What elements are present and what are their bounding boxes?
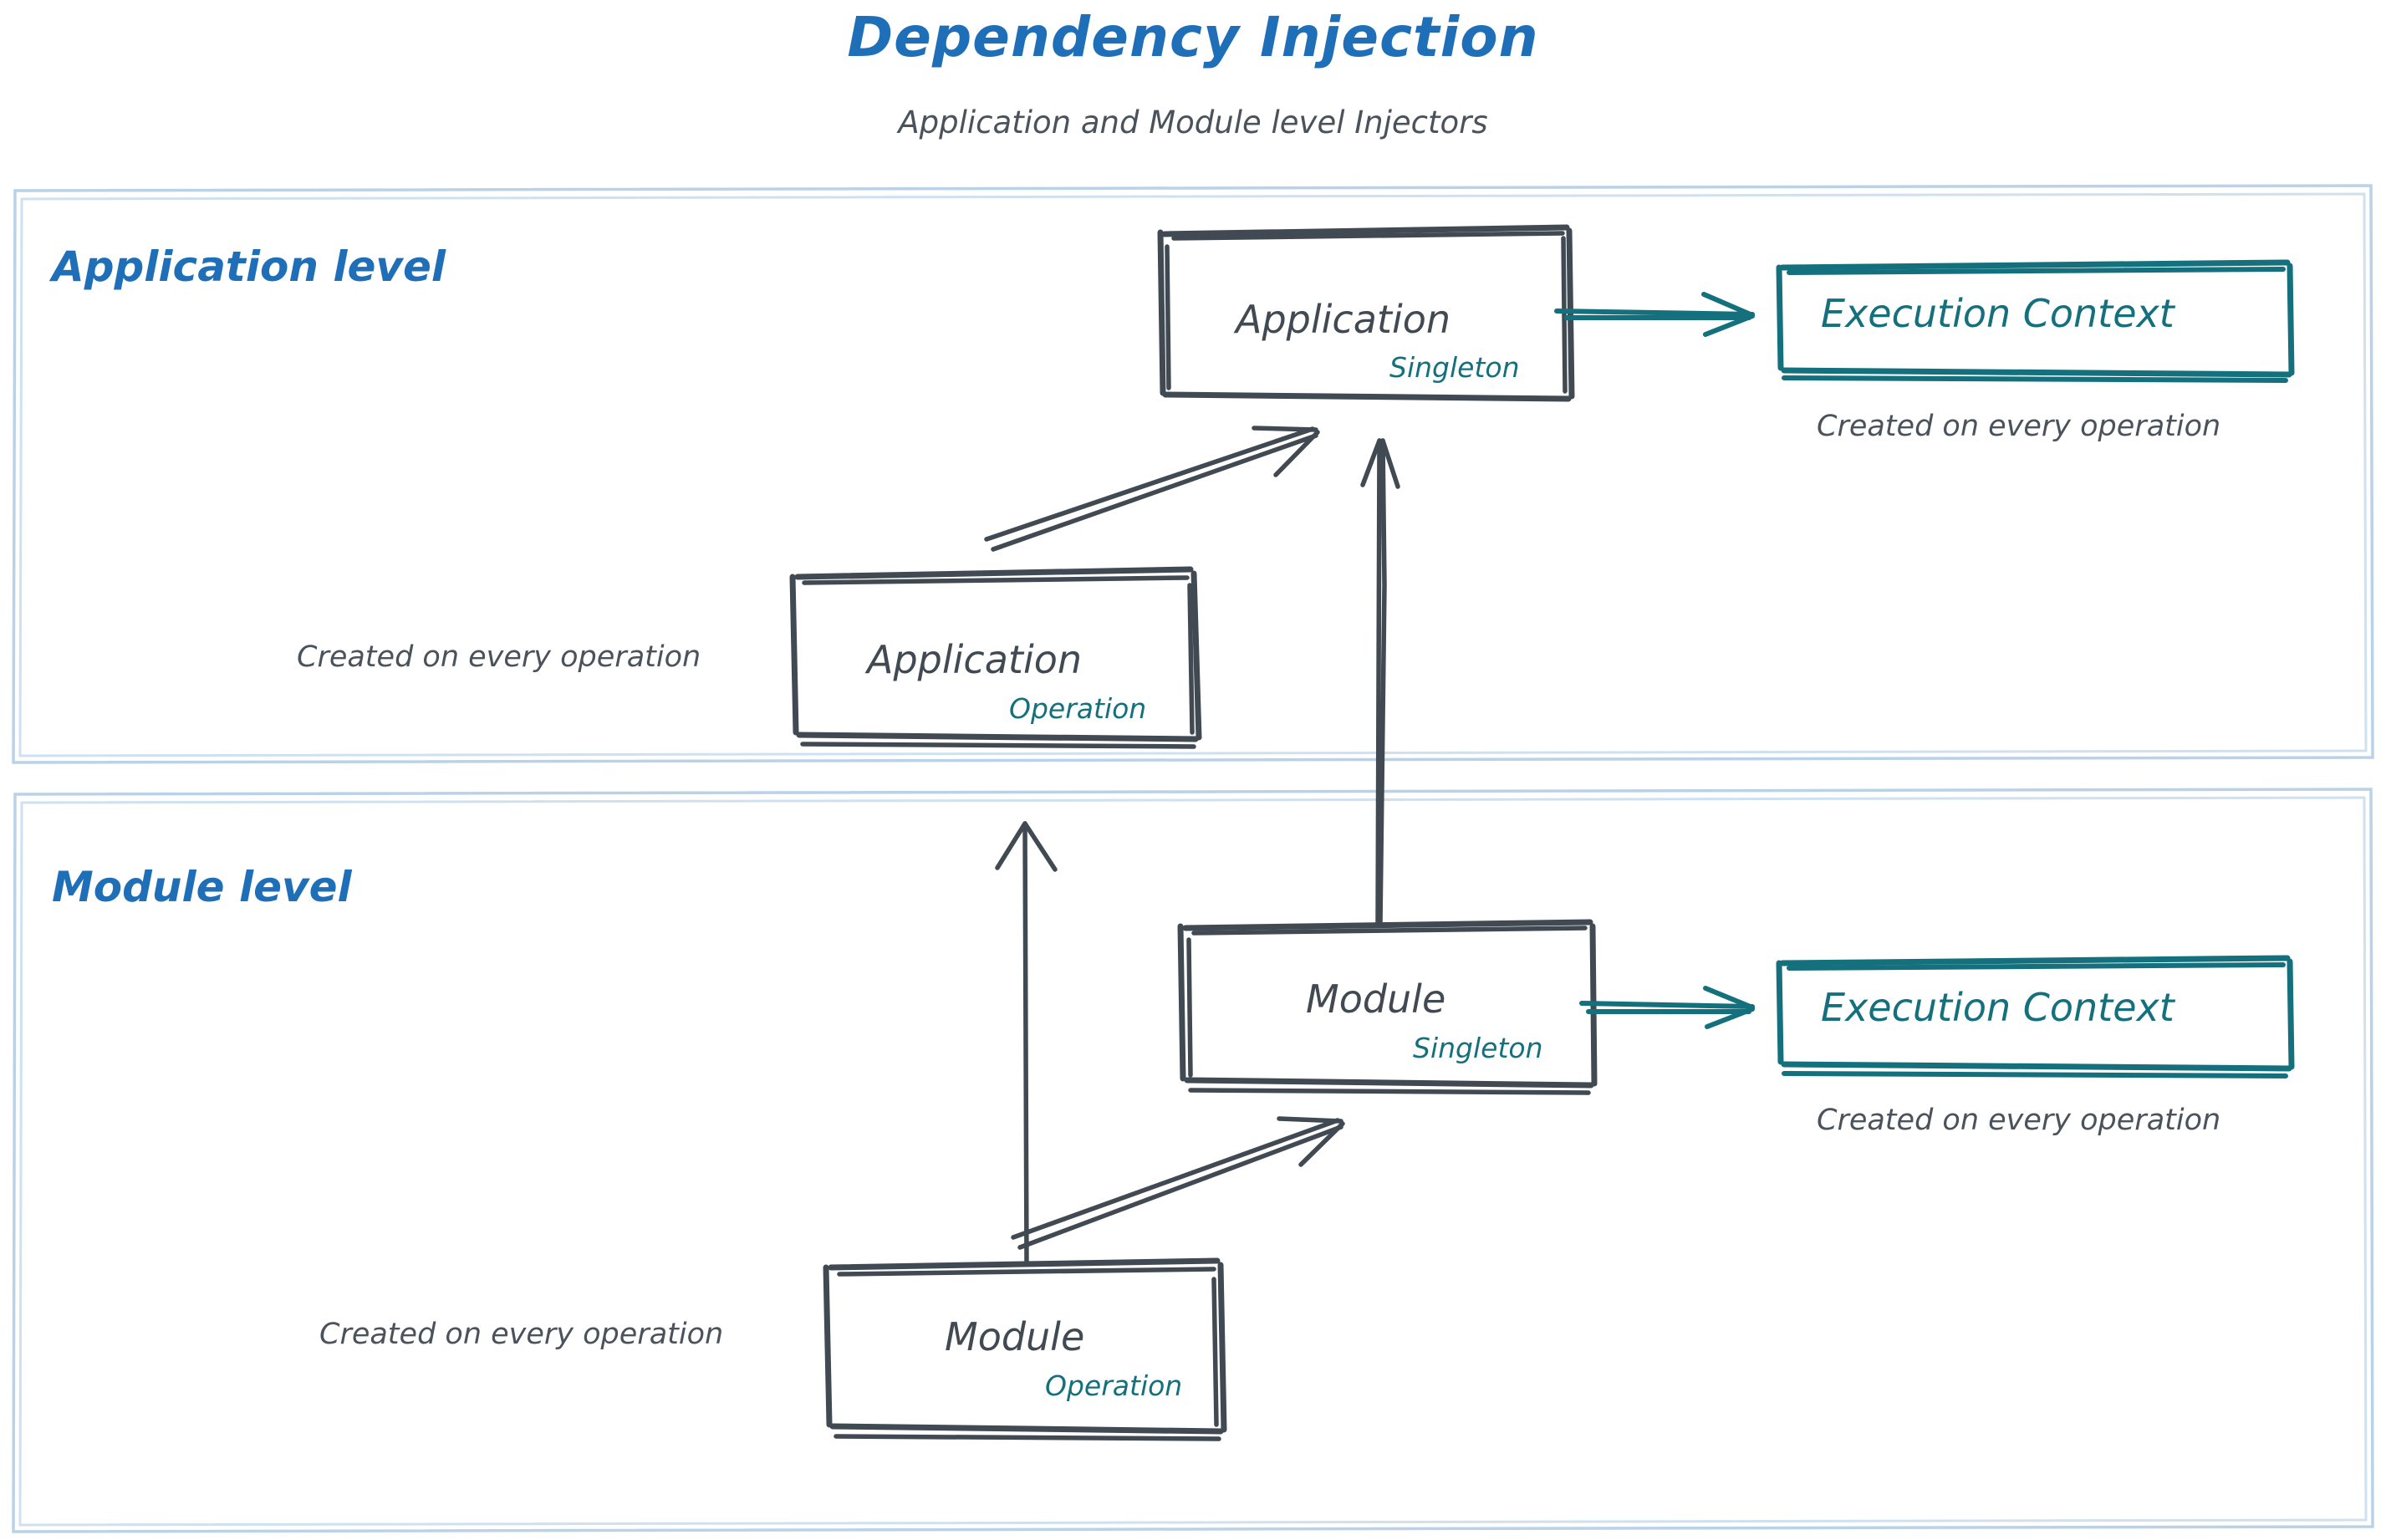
- edge-application-singleton-to-execution-context: [1554, 292, 1755, 337]
- lane-module-level-border: [12, 788, 2374, 1533]
- caption-execution-context-application: Created on every operation: [1817, 410, 2221, 443]
- node-module-operation-title[interactable]: Module: [945, 1314, 1085, 1359]
- edge-module-operation-to-application-operation: [995, 821, 1058, 1269]
- node-application-singleton-scope: Singleton: [1389, 351, 1520, 384]
- caption-application-operation: Created on every operation: [297, 640, 701, 674]
- node-module-singleton-scope: Singleton: [1413, 1032, 1543, 1064]
- node-execution-context-module-title[interactable]: Execution Context: [1821, 985, 2174, 1030]
- node-module-singleton-title[interactable]: Module: [1306, 977, 1446, 1022]
- edge-application-operation-to-application-singleton: [984, 426, 1320, 552]
- page-subtitle: Application and Module level Injectors: [898, 105, 1488, 140]
- edge-module-operation-to-module-singleton: [1011, 1116, 1345, 1250]
- edge-module-singleton-to-execution-context-module: [1579, 986, 1755, 1029]
- edge-module-singleton-to-application-singleton: [1360, 438, 1400, 931]
- node-module-operation-scope: Operation: [1045, 1369, 1183, 1402]
- caption-module-operation: Created on every operation: [319, 1318, 724, 1351]
- lane-label-module-level: Module level: [52, 863, 352, 911]
- page-title: Dependency Injection: [847, 5, 1539, 69]
- caption-execution-context-module: Created on every operation: [1817, 1104, 2221, 1137]
- lane-label-application-level: Application level: [52, 242, 446, 291]
- node-execution-context-application-title[interactable]: Execution Context: [1821, 291, 2174, 336]
- node-application-operation-title[interactable]: Application: [867, 637, 1083, 682]
- node-application-operation-scope: Operation: [1009, 692, 1147, 725]
- node-application-singleton-title[interactable]: Application: [1236, 297, 1451, 342]
